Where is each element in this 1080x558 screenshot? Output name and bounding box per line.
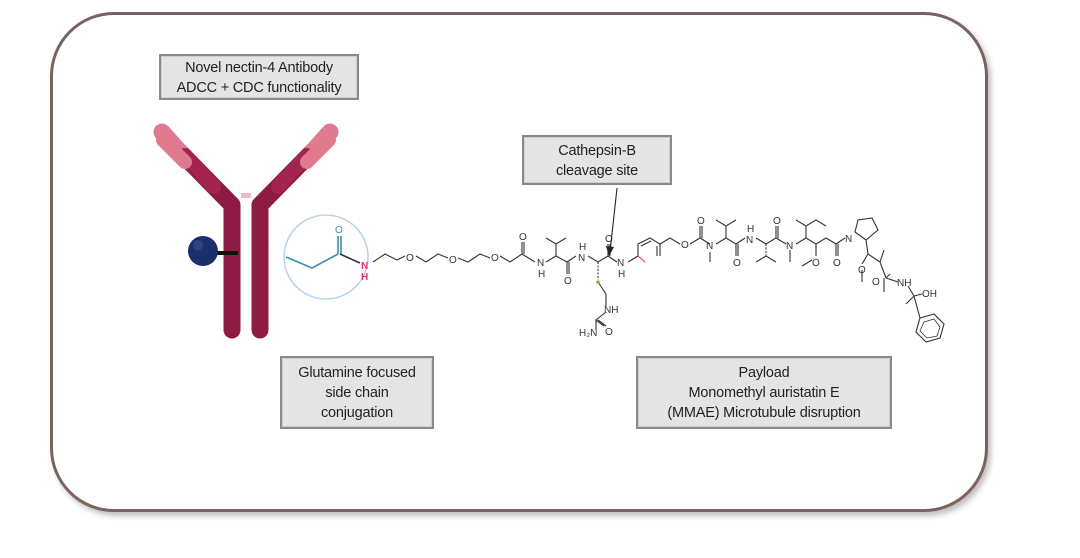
atom-o: O (335, 225, 343, 236)
hinge (241, 193, 251, 198)
atom-h-val: H (538, 269, 545, 280)
atom-o-mmae3: O (812, 258, 820, 269)
atom-n-cit: N (578, 253, 585, 264)
atom-o-mmae1: O (733, 258, 741, 269)
glutamine-side-chain: O N H (285, 225, 368, 283)
antibody-label-line2: ADCC + CDC functionality (176, 80, 342, 96)
atom-n-mmae1: N (706, 241, 713, 252)
glutamine-label-box: Glutamine focused side chain conjugation (280, 356, 434, 429)
atom-n-pyrrolidine: N (845, 234, 852, 245)
atom-h-amide: H (361, 272, 368, 283)
cathepsin-label-line2: cleavage site (555, 163, 639, 179)
payload-label-line3: (MMAE) Microtubule disruption (667, 405, 861, 421)
antibody-label-line1: Novel nectin-4 Antibody (185, 60, 333, 76)
atom-o-peg4: O (519, 232, 527, 243)
atom-n-amide: N (361, 261, 368, 272)
atom-o-cit: O (605, 234, 613, 245)
atom-o-mmae6: O (872, 277, 880, 288)
atom-h2n-cit: H₂N (579, 328, 597, 339)
antibody-label-box: Novel nectin-4 Antibody ADCC + CDC funct… (159, 54, 359, 100)
atom-h-cit: H (579, 242, 586, 253)
atom-n-mmae3: N (786, 241, 793, 252)
payload-label-box: Payload Monomethyl auristatin E (MMAE) M… (636, 356, 892, 429)
glutamine-label-line3: conjugation (321, 405, 393, 421)
conjugation-highlight-circle (283, 214, 369, 300)
light-chain-right-outer (300, 133, 336, 169)
cathepsin-label-box: Cathepsin-B cleavage site (522, 135, 672, 185)
atom-o-mmae4: O (833, 258, 841, 269)
atom-o-val: O (564, 276, 572, 287)
atom-o-peg3: O (491, 253, 499, 264)
payload-label-line2: Monomethyl auristatin E (688, 385, 840, 401)
atom-o-peg1: O (406, 253, 414, 264)
payload-label-line1: Payload (738, 365, 790, 381)
atom-n-val: N (537, 258, 544, 269)
atom-o-urea: O (605, 327, 613, 338)
peg-linker (372, 242, 536, 263)
atom-h-mmae: H (747, 224, 754, 235)
atom-nh-mmae: NH (897, 278, 911, 289)
atom-o-mmae2: O (773, 216, 781, 227)
antibody (153, 123, 339, 339)
atom-o-carbamate: O (681, 240, 689, 251)
glutamine-label-line2: side chain (325, 385, 389, 401)
glutamine-label-line1: Glutamine focused (298, 365, 416, 381)
atom-n-mmae2: N (746, 235, 753, 246)
cathepsin-label-line1: Cathepsin-B (558, 143, 636, 159)
atom-n-cleavage: N (617, 258, 624, 269)
cleavage-arrow (606, 187, 618, 256)
pab-spacer: O O (627, 216, 711, 263)
mmae-payload: N O H N O N O O N O O NH OH (706, 216, 945, 343)
val-cit-dipeptide: N H O H N O NH H₂N O N H (537, 234, 625, 339)
atom-o-peg2: O (449, 255, 457, 266)
light-chain-left-outer (156, 133, 192, 169)
atom-nh-cit-side: NH (604, 305, 618, 316)
atom-o-carbonyl: O (697, 216, 705, 227)
glycan-attachment (188, 236, 238, 266)
glycan-ball-icon (188, 236, 218, 266)
atom-o-mmae5: O (858, 265, 866, 276)
atom-oh-mmae: OH (922, 289, 937, 300)
atom-h-cleavage: H (618, 269, 625, 280)
